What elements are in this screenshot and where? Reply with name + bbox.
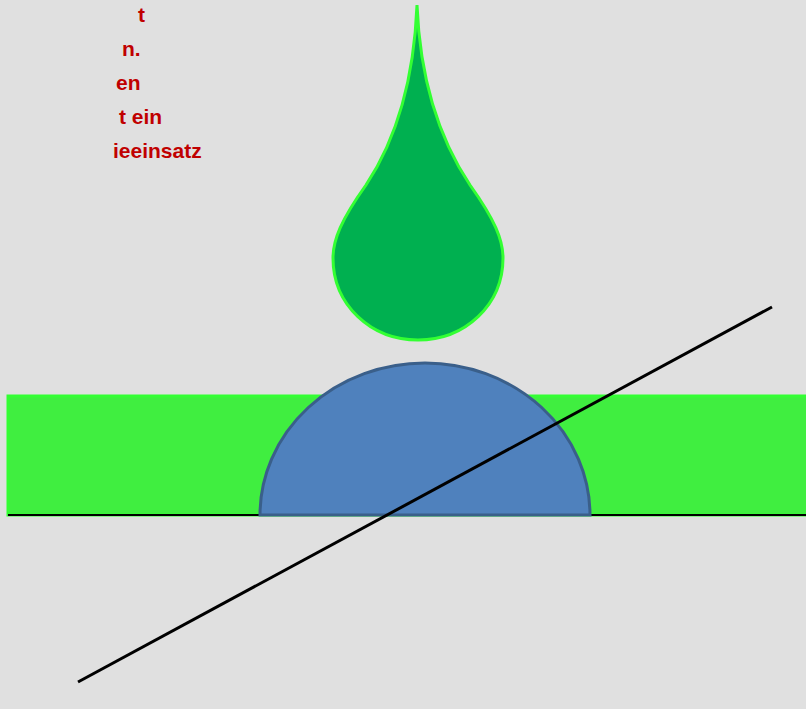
note-text: en (116, 70, 141, 96)
note-text: ieeinsatz (113, 138, 202, 164)
note-text: t (138, 2, 145, 28)
drop (333, 5, 503, 340)
note-text: t ein (119, 104, 162, 130)
diagonal-line (78, 307, 772, 682)
dome (260, 363, 590, 515)
note-text: n. (122, 36, 141, 62)
